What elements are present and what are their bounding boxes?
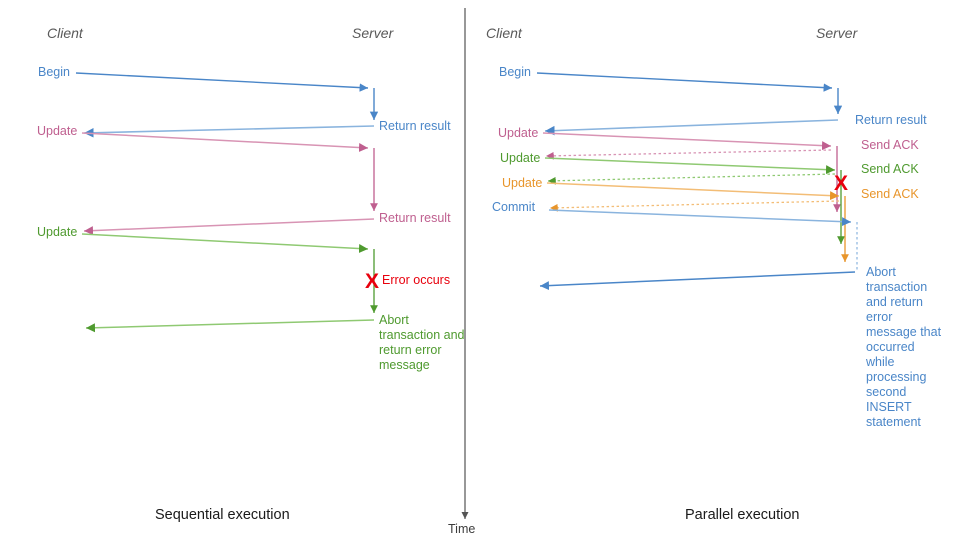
right-label-begin: Begin bbox=[499, 65, 531, 79]
left-label-update-pink: Update bbox=[37, 124, 78, 138]
right-arrow-ack-pink bbox=[545, 149, 832, 160]
right-arrow-abort bbox=[539, 271, 856, 291]
left-arrow-update-green bbox=[81, 233, 369, 254]
right-label-abort-message: Abort transaction and return error messa… bbox=[866, 265, 942, 429]
right-label-send-ack-green: Send ACK bbox=[861, 162, 919, 176]
left-arrow-return-result-blue bbox=[83, 125, 375, 138]
right-label-commit: Commit bbox=[492, 200, 536, 214]
right-label-return-result: Return result bbox=[855, 113, 927, 127]
right-arrow-update-pink bbox=[542, 132, 832, 151]
right-label-update-green: Update bbox=[500, 151, 541, 165]
left-arrow-abort-green bbox=[85, 319, 375, 333]
left-arrow-return-result-pink bbox=[83, 218, 375, 236]
right-arrow-update-orange bbox=[546, 182, 840, 201]
right-arrow-update-green bbox=[544, 157, 836, 175]
left-header-client: Client bbox=[47, 25, 83, 41]
left-label-return-result-blue: Return result bbox=[379, 119, 451, 133]
right-arrow-commit bbox=[548, 209, 852, 227]
left-arrow-begin bbox=[75, 72, 369, 92]
right-arrow-ack-green bbox=[547, 173, 836, 185]
right-header-client: Client bbox=[486, 25, 522, 41]
error-x-icon-left: X bbox=[365, 270, 380, 293]
left-label-abort-message: Abort transaction and return error messa… bbox=[379, 313, 465, 372]
right-label-send-ack-orange: Send ACK bbox=[861, 187, 919, 201]
left-header-server: Server bbox=[352, 25, 394, 41]
right-label-update-orange: Update bbox=[502, 176, 543, 190]
left-arrow-update-pink bbox=[81, 132, 369, 153]
error-x-icon-right: X bbox=[834, 172, 849, 195]
right-label-update-pink: Update bbox=[498, 126, 539, 140]
left-caption: Sequential execution bbox=[155, 507, 290, 523]
left-label-error-occurs: Error occurs bbox=[382, 273, 451, 287]
right-arrow-ack-orange bbox=[549, 200, 840, 212]
left-label-update-green: Update bbox=[37, 225, 78, 239]
right-label-send-ack-pink: Send ACK bbox=[861, 138, 919, 152]
left-label-return-result-pink: Return result bbox=[379, 211, 451, 225]
right-arrow-return-result bbox=[544, 119, 839, 136]
left-label-begin: Begin bbox=[38, 65, 70, 79]
time-axis-label: Time bbox=[448, 522, 476, 536]
right-arrow-begin bbox=[536, 72, 833, 92]
right-caption: Parallel execution bbox=[685, 507, 800, 523]
right-header-server: Server bbox=[816, 25, 858, 41]
